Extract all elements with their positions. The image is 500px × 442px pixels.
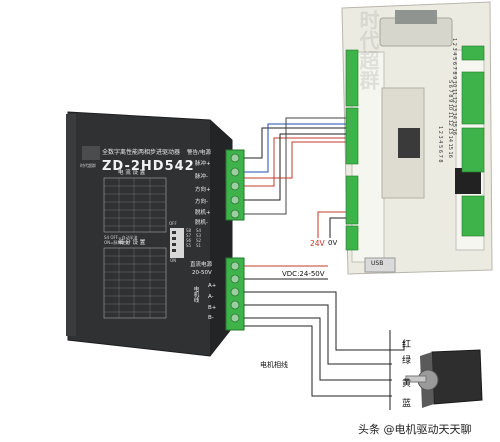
microstep-table — [103, 247, 167, 319]
power-wires — [244, 211, 346, 280]
switch-label-0: S8 — [186, 228, 192, 233]
terminal-label-3: 方向+ — [195, 187, 211, 193]
switch-label-7: S1 — [196, 243, 202, 248]
driver-title: 全数字离性能两相步进驱动器 — [102, 149, 181, 156]
motor-label-3: B- — [208, 315, 214, 321]
terminal-label-5: 脱机+ — [195, 210, 211, 216]
controller-chip — [395, 10, 437, 24]
switch-label-5: S3 — [196, 233, 202, 238]
power-0v-label: 0V — [328, 239, 338, 247]
usb-label: USB — [371, 260, 384, 267]
motor-phase-label: 电机相线 — [260, 361, 288, 369]
wire-color-blue: 蓝 — [402, 399, 412, 409]
driver-brand: 时代超群 — [80, 163, 96, 168]
usb-port — [364, 257, 396, 273]
controller-terminals — [345, 45, 485, 251]
motor-wires — [244, 291, 405, 410]
switch-label-3: S5 — [186, 243, 192, 248]
brand-logo — [82, 146, 100, 160]
wire-color-red: 红 — [402, 340, 412, 350]
terminal-label-4: 方向- — [195, 199, 208, 205]
driver-terminals — [225, 149, 245, 331]
motor-label-1: A- — [208, 294, 214, 300]
footer-watermark: 头条 @电机驱动天天聊 — [358, 423, 472, 436]
driver-note2: ON=脉冲使能 — [104, 240, 130, 245]
off-label: OFF — [169, 221, 177, 226]
terminal-label-1: 脉冲+ — [195, 161, 211, 167]
controller-logo-box — [398, 128, 420, 158]
switch-label-1: S7 — [186, 233, 192, 238]
controller-board — [341, 1, 493, 275]
dc-label: 直流电源 — [190, 262, 213, 268]
terminal-label-0: 警告/电源 — [187, 150, 211, 156]
motor-vertical-label: 电机线 — [192, 286, 199, 303]
motor-label-0: A+ — [208, 283, 217, 289]
switch-label-6: S2 — [196, 238, 202, 243]
controller-mid-pins: 1 2 3 4 5 6 7 8 — [437, 126, 443, 163]
terminal-label-2: 脉冲- — [195, 174, 208, 180]
controller-watermark: 时代超群 — [356, 10, 380, 90]
power-24v-label: 24V — [310, 239, 325, 248]
vdc-label: VDC:24-50V — [282, 270, 325, 278]
microstep-table-title: 细 分 设 置 — [118, 240, 146, 246]
controller-right-pins: S 6 7 8 9 10 11 12 13 14 15 16 — [447, 80, 453, 158]
stepper-motor — [405, 349, 483, 408]
wire-color-green: 绿 — [402, 356, 412, 366]
signal-wires — [244, 117, 346, 215]
driver-model: ZD-2HD542 — [102, 159, 195, 174]
wire-color-yellow: 黄 — [402, 379, 412, 389]
dc-range: 20-50V — [192, 270, 212, 276]
switch-label-2: S6 — [186, 238, 192, 243]
on-label: ON — [170, 258, 177, 263]
terminal-label-6: 脱机- — [195, 220, 208, 226]
switch-label-4: S4 — [196, 228, 202, 233]
current-table — [103, 177, 167, 233]
driver-note1: S4 OFF=自动半流 — [104, 235, 138, 240]
motor-label-2: B+ — [208, 305, 217, 311]
motor-shaft — [405, 375, 427, 383]
current-table-title: 电 流 设 置 — [118, 170, 146, 176]
